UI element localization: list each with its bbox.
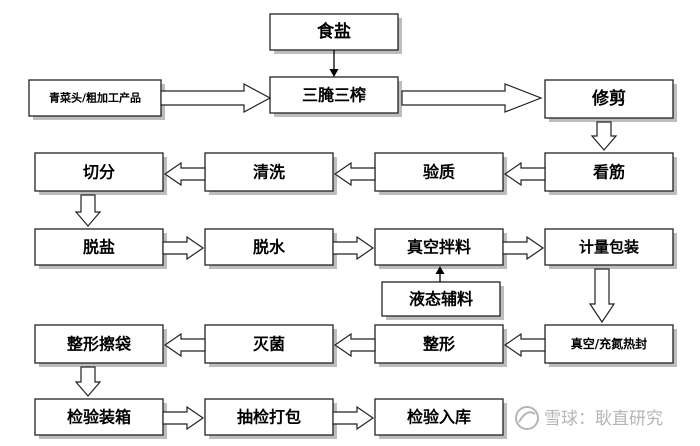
arrow-liquid-to-mix	[435, 266, 445, 282]
arrow-dehydrate-to-mix	[332, 235, 375, 261]
node-box	[374, 398, 504, 436]
watermark-text: 雪球：耿直研究	[544, 409, 663, 429]
arrow-sample-to-store	[332, 405, 375, 431]
node-wash: 清洗	[204, 152, 337, 195]
node-box: 检验装箱	[34, 398, 167, 439]
node-box	[269, 13, 399, 51]
node-inspect: 验质	[374, 152, 507, 195]
node-raw: 青菜头/粗加工产品	[28, 79, 165, 120]
node-label: 液态辅料	[409, 290, 473, 309]
arrow-wipe-to-box	[74, 366, 102, 397]
node-mix: 真空拌料	[374, 228, 507, 269]
node-box	[544, 79, 674, 119]
node-tendon: 看筋	[544, 152, 677, 195]
node-label: 计量包装	[579, 238, 640, 256]
node-sterilize: 灭菌	[204, 324, 337, 367]
node-seal: 真空/充氮热封	[544, 324, 677, 367]
node-dehydrate: 脱水	[204, 228, 337, 269]
arrow-pickle-to-trim	[401, 83, 543, 113]
node-label: 青菜头/粗加工产品	[49, 91, 141, 105]
node-label: 清洗	[253, 163, 285, 182]
node-box	[544, 324, 674, 364]
node-box	[544, 152, 674, 192]
snowball-logo-icon	[515, 406, 539, 430]
node-trim: 修剪	[544, 79, 677, 122]
arrow-trim-to-tendon	[590, 121, 618, 151]
arrow-box-to-sample	[162, 405, 205, 431]
node-label: 看筋	[592, 163, 625, 182]
arrow-cut-to-desalt	[74, 194, 102, 227]
node-salt: 食盐	[269, 13, 402, 54]
arrow-salt-to-pickle	[329, 50, 339, 77]
arrow-wash-to-cut	[163, 161, 206, 187]
node-sample: 抽检打包	[204, 398, 337, 439]
arrow-pack-to-seal	[588, 268, 616, 324]
node-box	[34, 324, 164, 364]
node-label: 真空/充氮热封	[571, 336, 647, 351]
node-label: 食盐	[317, 21, 351, 42]
node-box	[34, 152, 164, 192]
node-box	[204, 324, 334, 364]
node-pack: 计量包装	[544, 228, 677, 269]
node-box	[374, 228, 504, 266]
node-box	[374, 324, 504, 364]
node-label: 整形	[422, 335, 455, 354]
node-label: 抽检打包	[237, 408, 301, 427]
node-label: 真空拌料	[407, 238, 471, 257]
node-label: 修剪	[591, 88, 626, 109]
node-wipe: 整形擦袋	[34, 324, 167, 367]
node-cut: 切分	[34, 152, 167, 195]
node-shape: 整形	[374, 324, 507, 367]
watermark: 雪球：耿直研究	[515, 406, 663, 430]
arrow-shape-to-sterilize	[333, 332, 376, 358]
node-desalt: 脱盐	[34, 228, 167, 269]
arrow-mix-to-pack	[502, 235, 545, 261]
node-label: 验质	[423, 163, 455, 182]
arrow-desalt-to-dehydrate	[162, 235, 205, 261]
node-label: 脱水	[253, 238, 286, 257]
node-label: 切分	[83, 163, 115, 182]
node-store: 检验入库	[374, 398, 507, 439]
node-box	[34, 398, 164, 436]
node-box	[34, 228, 164, 266]
arrow-inspect-to-wash	[333, 161, 376, 187]
arrow-sterilize-to-wipe	[163, 332, 206, 358]
node-box	[381, 281, 501, 317]
arrow-seal-to-shape	[503, 332, 546, 358]
node-label: 灭菌	[252, 335, 285, 354]
node-label: 检验装箱	[67, 408, 131, 427]
node-label: 脱盐	[83, 238, 115, 257]
node-box	[204, 152, 334, 192]
node-label: 整形擦袋	[66, 335, 132, 354]
node-label: 检验入库	[407, 408, 471, 427]
node-liquid: 液态辅料	[381, 281, 504, 320]
node-pickle: 三腌三榨	[269, 76, 402, 117]
arrow-raw-to-pickle	[160, 82, 272, 114]
node-box	[544, 228, 674, 266]
node-box	[374, 152, 504, 192]
node-label: 三腌三榨	[302, 86, 366, 105]
arrow-tendon-to-inspect	[503, 161, 546, 187]
